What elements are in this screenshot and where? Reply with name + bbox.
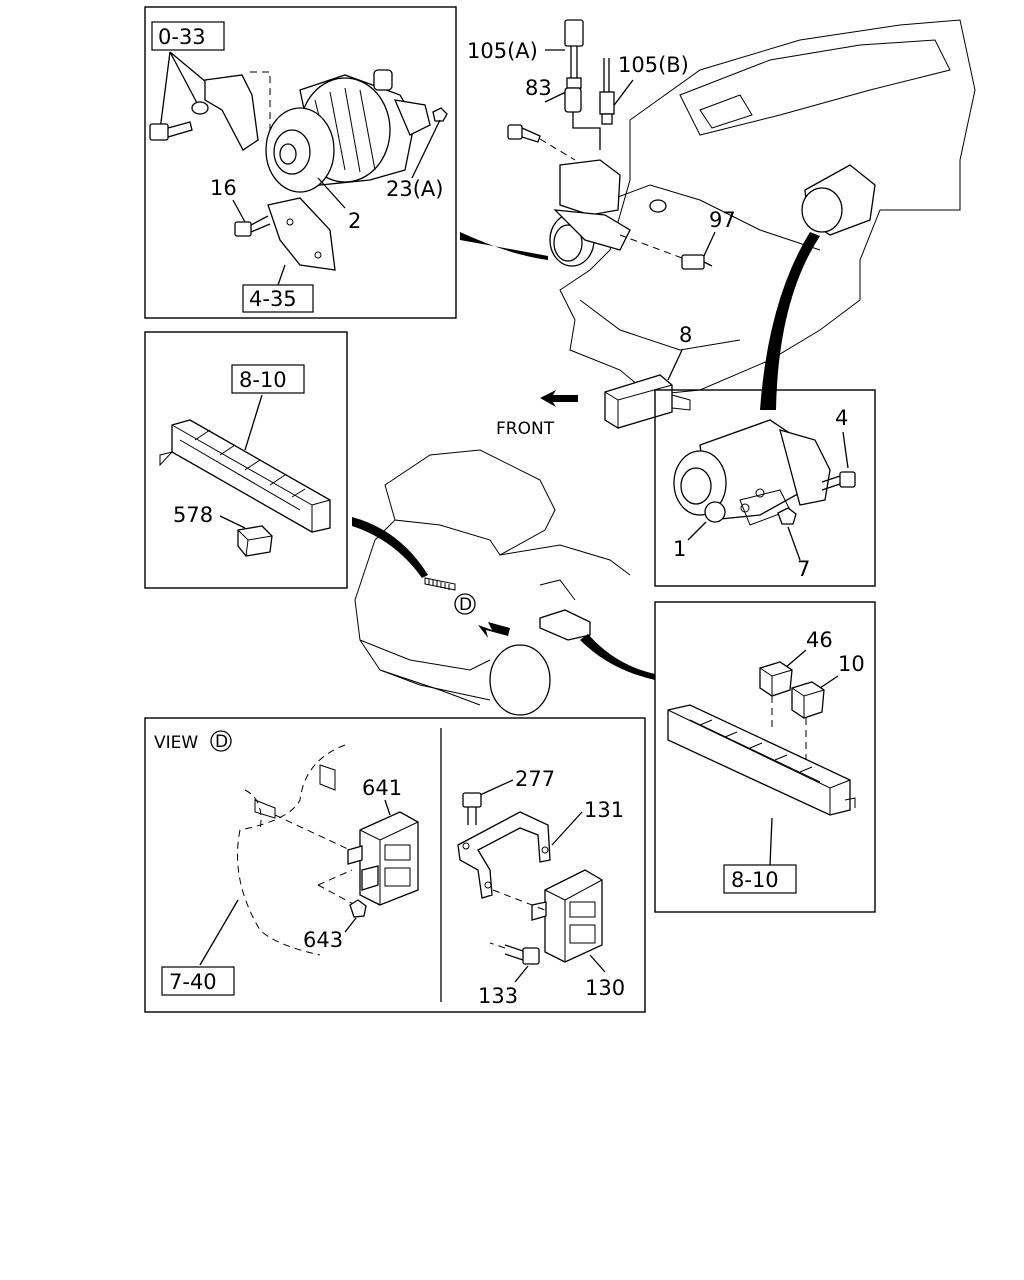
ref-box-4-35 [242,284,314,313]
label-105b: 105(B) [618,53,689,77]
front-label: FRONT [496,419,555,439]
view-d-panel: VIEW D 641 643 7-40 277 [144,717,646,1013]
label-277: 277 [515,767,555,791]
alternator-panel-border [144,6,457,319]
washer [191,101,209,115]
adjusting-bracket [204,74,259,151]
ref-box-0-33 [151,21,225,51]
thermostat-housing [559,159,621,216]
ref-box-7-40 [161,966,235,996]
label-133: 133 [478,984,518,1008]
label-105a: 105(A) [467,39,538,63]
pointer-wedge-starter [760,232,820,410]
switch-83 [564,87,601,150]
label-8: 8 [679,323,692,347]
label-131: 131 [584,798,624,822]
nut-7 [777,507,797,525]
label-10: 10 [838,652,865,676]
sensor-97 [619,234,713,270]
pointer-wedge-alternator [460,232,548,260]
fuse-box-8-10-right [667,704,856,816]
bracket-131 [457,811,551,899]
bolt-16 [234,221,252,237]
cylinder-head [679,39,951,136]
label-83: 83 [525,76,552,100]
alternator-bolt [149,121,193,141]
engine-starter-silhouette [801,164,876,236]
water-temp-sensor [507,124,576,161]
ref-label-8-10-left: 8-10 [239,368,287,392]
view-d-title-marker-label: D [215,732,228,752]
bolt-277 [462,792,482,825]
engine [549,19,976,396]
ref-label-0-33: 0-33 [158,25,206,49]
view-d-marker [454,593,476,615]
ref-label-8-10-right: 8-10 [731,868,779,892]
bolt-4 [821,471,856,491]
label-643: 643 [303,928,343,952]
relay-578 [237,525,273,557]
truck-cab: D [354,449,631,716]
engine-block-outline [559,19,976,396]
fuse-box-8-10-left [159,419,331,533]
label-578: 578 [173,503,213,527]
label-2: 2 [348,209,361,233]
cab-fuse-box [539,609,591,641]
label-46: 46 [806,628,833,652]
pointer-wedge-relay-left [352,517,428,578]
pointer-wedge-relay-right [580,634,655,680]
module-8 [604,374,691,429]
module-641 [347,811,419,906]
label-130: 130 [585,976,625,1000]
front-arrow [540,390,578,407]
relay-46 [759,661,793,697]
nut-23a [432,107,448,122]
connector-105a [564,19,584,89]
view-d-arrow [478,622,510,638]
cab-roof [384,449,556,556]
view-d-marker-label: D [459,595,472,615]
relay-box-panel-left-border [144,331,348,589]
sensor-105b [599,58,615,125]
label-23a: 23(A) [386,177,443,201]
front-wheel [489,644,551,716]
alternator [265,69,431,193]
relay-box-panel-left: 8-10 578 [144,331,348,589]
dash-panel-dashed [237,744,351,956]
view-d-panel-border [144,717,646,1013]
label-641: 641 [362,776,402,800]
label-4: 4 [835,406,848,430]
label-7: 7 [797,557,810,581]
label-16: 16 [210,176,237,200]
vacuum-pump-cap [373,69,393,91]
view-d-title: VIEW [154,733,198,753]
ref-box-8-10-right [723,864,797,894]
relay-box-panel-right: 46 10 8-10 [654,601,876,913]
dash-vent [424,577,456,591]
lower-bracket [267,197,336,271]
view-d-title-marker [210,730,232,752]
ref-label-4-35: 4-35 [249,287,297,311]
module-130 [531,869,603,963]
label-1: 1 [673,537,686,561]
starter-motor [673,419,831,526]
starter-panel: 4 7 1 [654,389,876,587]
alternator-panel: 0-33 23(A) 2 16 [144,6,457,319]
ref-box-8-10-left [231,364,305,394]
nut-643 [349,899,367,918]
relay-box-panel-right-border [654,601,876,913]
cab-side [499,544,631,576]
label-97: 97 [709,208,736,232]
bolt-133 [489,942,540,965]
starter-panel-border [654,389,876,587]
relay-10 [791,681,825,719]
ref-label-7-40: 7-40 [169,970,217,994]
